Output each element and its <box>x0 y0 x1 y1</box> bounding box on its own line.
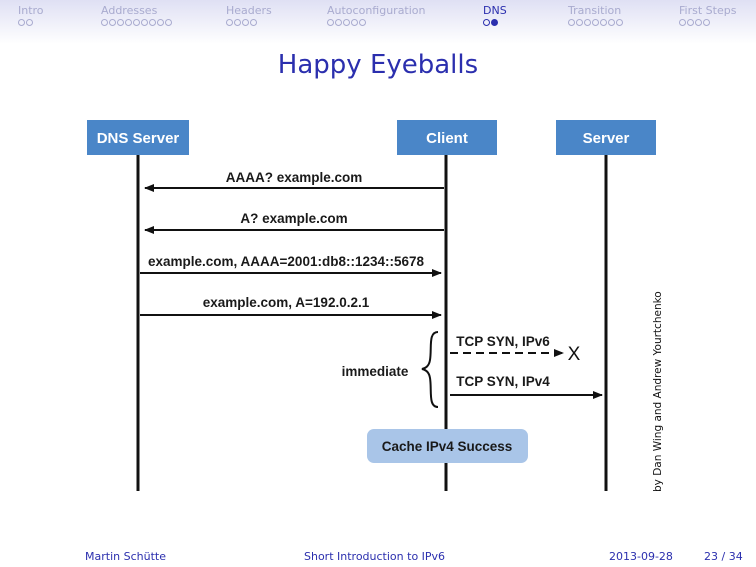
dns-server-box <box>87 120 189 155</box>
nav-progress-dot[interactable] <box>242 19 249 26</box>
nav-progress-dot[interactable] <box>26 19 33 26</box>
message-a-response-label: example.com, A=192.0.2.1 <box>203 295 370 310</box>
nav-progress-dot[interactable] <box>327 19 334 26</box>
cache-result-box <box>367 429 528 463</box>
nav-progress-dot[interactable] <box>133 19 140 26</box>
message-a-query-label: A? example.com <box>240 211 347 226</box>
immediate-brace <box>421 331 439 408</box>
footer-talk-title: Short Introduction to IPv6 <box>304 550 446 563</box>
nav-progress-dot[interactable] <box>18 19 25 26</box>
nav-progress-dot[interactable] <box>165 19 172 26</box>
nav-progress-dot[interactable] <box>141 19 148 26</box>
nav-progress-dot[interactable] <box>343 19 350 26</box>
nav-section-autoconfiguration[interactable]: Autoconfiguration <box>327 4 426 17</box>
nav-progress-dot[interactable] <box>568 19 575 26</box>
dns-server-label: DNS Server <box>97 130 180 147</box>
nav-progress-dot[interactable] <box>250 19 257 26</box>
happy-eyeballs-sequence-diagram: DNS Server Client Server AAAA? example.c… <box>87 120 656 491</box>
message-tcp-syn-ipv6-label: TCP SYN, IPv6 <box>456 334 550 349</box>
nav-progress-dot[interactable] <box>584 19 591 26</box>
server-box <box>556 120 656 155</box>
nav-section-headers[interactable]: Headers <box>226 4 272 17</box>
nav-progress-dot[interactable] <box>117 19 124 26</box>
footer-author: Martin Schütte <box>85 550 166 563</box>
nav-progress-dot[interactable] <box>359 19 366 26</box>
nav-section-first-steps[interactable]: First Steps <box>679 4 737 17</box>
nav-progress-dot[interactable] <box>600 19 607 26</box>
nav-progress-dot[interactable] <box>695 19 702 26</box>
client-box <box>397 120 497 155</box>
diagram-credit: by Dan Wing and Andrew Yourtchenko <box>652 291 664 492</box>
immediate-label: immediate <box>342 364 409 379</box>
nav-progress-dot[interactable] <box>608 19 615 26</box>
nav-section-intro[interactable]: Intro <box>18 4 44 17</box>
connection-failed-mark: X <box>568 344 581 365</box>
nav-progress-dot[interactable] <box>234 19 241 26</box>
nav-section-addresses[interactable]: Addresses <box>101 4 158 17</box>
server-label: Server <box>583 130 630 147</box>
nav-progress-dot[interactable] <box>592 19 599 26</box>
nav-section-transition[interactable]: Transition <box>568 4 622 17</box>
slide-title: Happy Eyeballs <box>277 50 479 80</box>
nav-progress-dot[interactable] <box>335 19 342 26</box>
message-tcp-syn-ipv4-label: TCP SYN, IPv4 <box>456 374 550 389</box>
nav-progress-dot[interactable] <box>101 19 108 26</box>
cache-result-label: Cache IPv4 Success <box>382 439 513 454</box>
navigation-bar: Intro Addresses Headers Autoconfiguratio… <box>0 0 756 44</box>
nav-progress-dot[interactable] <box>703 19 710 26</box>
message-aaaa-response-label: example.com, AAAA=2001:db8::1234::5678 <box>148 254 424 269</box>
footer-date: 2013-09-28 <box>609 550 673 563</box>
nav-progress-dot[interactable] <box>616 19 623 26</box>
nav-progress-dot[interactable] <box>125 19 132 26</box>
nav-progress-dot[interactable] <box>491 19 498 26</box>
nav-progress-dot[interactable] <box>483 19 490 26</box>
nav-progress-dot[interactable] <box>679 19 686 26</box>
message-aaaa-query-label: AAAA? example.com <box>226 170 363 185</box>
nav-progress-dot[interactable] <box>109 19 116 26</box>
nav-progress-dot[interactable] <box>576 19 583 26</box>
nav-progress-dot[interactable] <box>226 19 233 26</box>
nav-section-dns[interactable]: DNS <box>483 4 507 17</box>
nav-progress-dot[interactable] <box>351 19 358 26</box>
nav-progress-dot[interactable] <box>687 19 694 26</box>
footer-page-number: 23 / 34 <box>704 550 743 563</box>
nav-progress-dot[interactable] <box>149 19 156 26</box>
nav-progress-dot[interactable] <box>157 19 164 26</box>
client-label: Client <box>426 130 468 147</box>
